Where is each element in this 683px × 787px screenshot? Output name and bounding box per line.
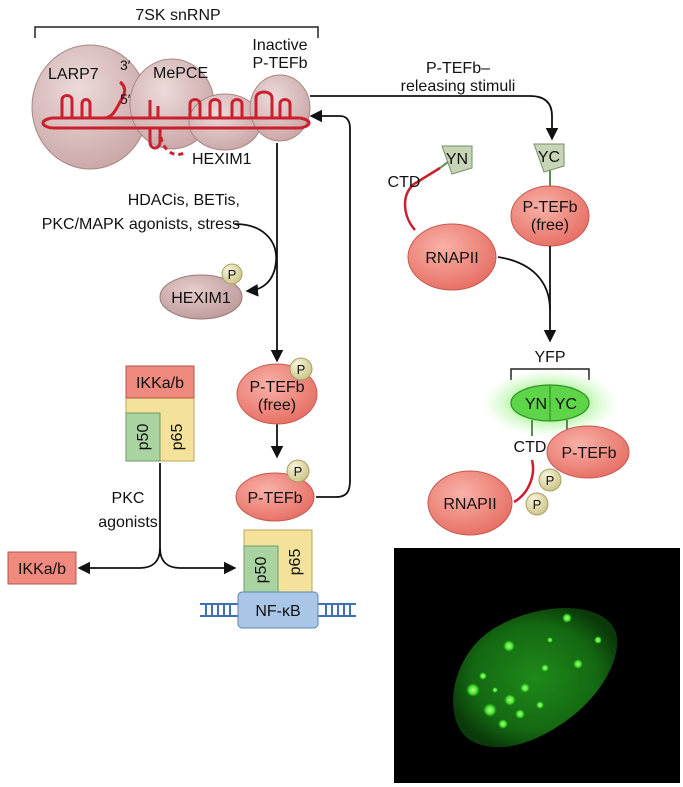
ctd-tail-bound xyxy=(513,459,535,504)
ptefb-free-label: (free) xyxy=(258,397,296,414)
rnapii-yn xyxy=(403,145,497,291)
bifc-arrows xyxy=(497,246,557,343)
yc-bound-label: YC xyxy=(555,396,577,413)
ptefb-yc xyxy=(510,143,590,247)
rnapii-bound-label: RNAPII xyxy=(443,496,496,513)
pkc-label-line1: PKC xyxy=(112,490,145,507)
hexim1-label: HEXIM1 xyxy=(192,151,252,168)
nfkb-box xyxy=(237,591,319,629)
ctd-tail xyxy=(403,166,441,231)
yn-label: YN xyxy=(446,151,468,168)
p65-label: p65 xyxy=(169,424,186,451)
release-arrow xyxy=(310,95,559,141)
yn-bound-label: YN xyxy=(525,396,547,413)
complex-bracket xyxy=(34,26,319,38)
ikk-released xyxy=(7,551,77,585)
inactive-label-line2: P-TEFb xyxy=(252,55,307,72)
yn-tag xyxy=(441,145,473,175)
p50-box xyxy=(125,412,161,462)
ctd-label: CTD xyxy=(388,174,421,191)
phospho-badge xyxy=(289,357,313,381)
phospho-badge xyxy=(221,263,243,285)
p50-box xyxy=(243,545,279,595)
ikk-nfkb-complex xyxy=(125,365,195,462)
agonists-label-line1: HDACis, BETis, xyxy=(128,192,240,209)
pkc-arrows xyxy=(77,463,237,575)
p50-label: p50 xyxy=(253,557,270,584)
ptefb-label: P-TEFb xyxy=(249,379,304,396)
ptefb-bound-node xyxy=(546,425,630,479)
free-label: (free) xyxy=(531,217,569,234)
7sk-rna xyxy=(41,80,311,156)
microscopy-image xyxy=(394,548,680,783)
rnapii-node xyxy=(407,223,497,291)
rnapii-label: RNAPII xyxy=(425,250,478,267)
yfp-complex xyxy=(510,384,590,436)
phospho-label: P xyxy=(546,473,555,488)
releasing-label-line2: releasing stimuli xyxy=(401,78,516,95)
phospho-badge xyxy=(286,459,310,483)
yc-label: YC xyxy=(538,149,560,166)
complex-title: 7SK snRNP xyxy=(135,7,220,24)
agonists-label-line2: PKC/MAPK agonists, stress xyxy=(42,216,240,233)
yc-tag xyxy=(533,143,565,173)
ptefb-free-phospho xyxy=(236,357,318,425)
ptefb-bound-label: P-TEFb xyxy=(247,490,302,507)
phospho-hexim1 xyxy=(159,263,243,320)
p65-label: p65 xyxy=(287,549,304,576)
hexim1-phospho-label: HEXIM1 xyxy=(171,290,231,307)
phospho-label: P xyxy=(297,362,306,377)
phospho-badge xyxy=(525,492,549,516)
inactive-label-line1: Inactive xyxy=(252,37,307,54)
nfkb-label: NF-κB xyxy=(255,603,300,620)
ptefb-bound xyxy=(235,459,315,522)
rnapii-bound-node xyxy=(427,470,513,536)
ikk-label: IKKa/b xyxy=(136,375,184,392)
yfp-label: YFP xyxy=(534,349,565,366)
ptefb-free-label: P-TEFb xyxy=(522,199,577,216)
phospho-label: P xyxy=(294,464,303,479)
yn-linker xyxy=(439,161,449,169)
fluorescent-foci xyxy=(466,613,602,729)
five-prime-label: 5′ xyxy=(120,91,131,107)
p50-label: p50 xyxy=(135,424,152,451)
phospho-label: P xyxy=(533,497,542,512)
releasing-label-line1: P-TEFb– xyxy=(426,60,490,77)
ptefb-free-node xyxy=(510,185,590,247)
nfkb-dna-complex xyxy=(200,529,356,629)
phospho-label: P xyxy=(228,267,237,282)
larp7-label: LARP7 xyxy=(48,66,99,83)
pkc-label-line2: agonists xyxy=(98,514,158,531)
ctd-bound-label: CTD xyxy=(514,439,547,456)
release-vertical-arrow xyxy=(234,109,351,498)
phospho-badge xyxy=(538,468,562,492)
ikk-box xyxy=(125,365,195,399)
ptefb-bound-right-label: P-TEFb xyxy=(561,445,616,462)
three-prime-label: 3′ xyxy=(120,57,131,73)
ikk-released-label: IKKa/b xyxy=(18,561,66,578)
mepce-label: MePCE xyxy=(153,65,208,82)
